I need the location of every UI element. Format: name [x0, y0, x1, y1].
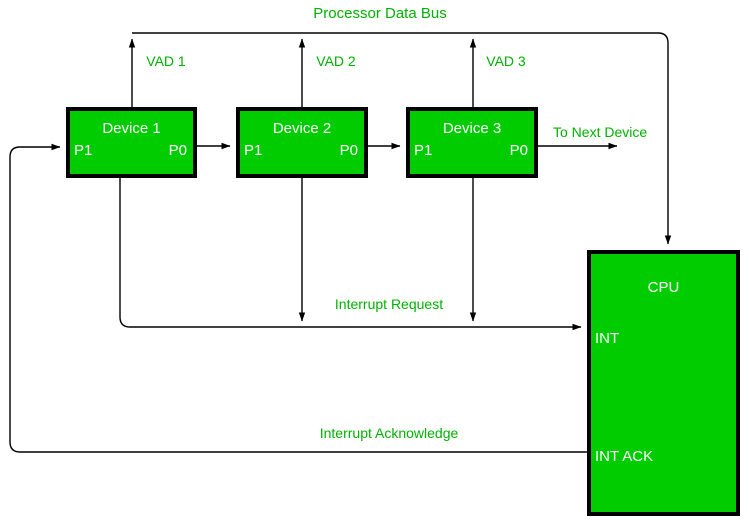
wire-label-interrupt-acknowledge: Interrupt Acknowledge — [319, 425, 459, 441]
cpu-port-int-ack: INT ACK — [595, 448, 654, 465]
device-3-title: Device 3 — [442, 120, 502, 137]
wire-interrupt-acknowledge — [9, 143, 587, 453]
wire-label-vad-1: VAD 1 — [146, 53, 186, 69]
wire-label-to-next-device: To Next Device — [553, 124, 648, 140]
device-box-1[interactable]: Device 1 P1 P0 — [66, 107, 197, 178]
cpu-title: CPU — [647, 279, 680, 296]
device-1-title: Device 1 — [102, 120, 161, 137]
wire-processor-data-bus — [132, 32, 672, 245]
wire-label-vad-3: VAD 3 — [486, 53, 526, 69]
device-1-port-p1: P1 — [74, 142, 93, 159]
cpu-box[interactable]: CPU INT INT ACK — [587, 250, 740, 516]
device-2-title: Device 2 — [272, 120, 332, 137]
wire-interrupt-request-bus — [119, 178, 582, 331]
wire-label-interrupt-request: Interrupt Request — [334, 296, 444, 312]
device-box-3[interactable]: Device 3 P1 P0 — [406, 107, 538, 178]
device-3-port-p0: P0 — [509, 142, 528, 159]
device-box-2[interactable]: Device 2 P1 P0 — [236, 107, 368, 178]
wire-label-vad-2: VAD 2 — [316, 53, 356, 69]
device-2-port-p0: P0 — [339, 142, 358, 159]
cpu-port-int: INT — [595, 330, 620, 347]
diagram-title: Processor Data Bus — [313, 5, 447, 22]
device-1-port-p0: P0 — [168, 142, 187, 159]
device-2-port-p1: P1 — [244, 142, 263, 159]
device-3-port-p1: P1 — [414, 142, 433, 159]
